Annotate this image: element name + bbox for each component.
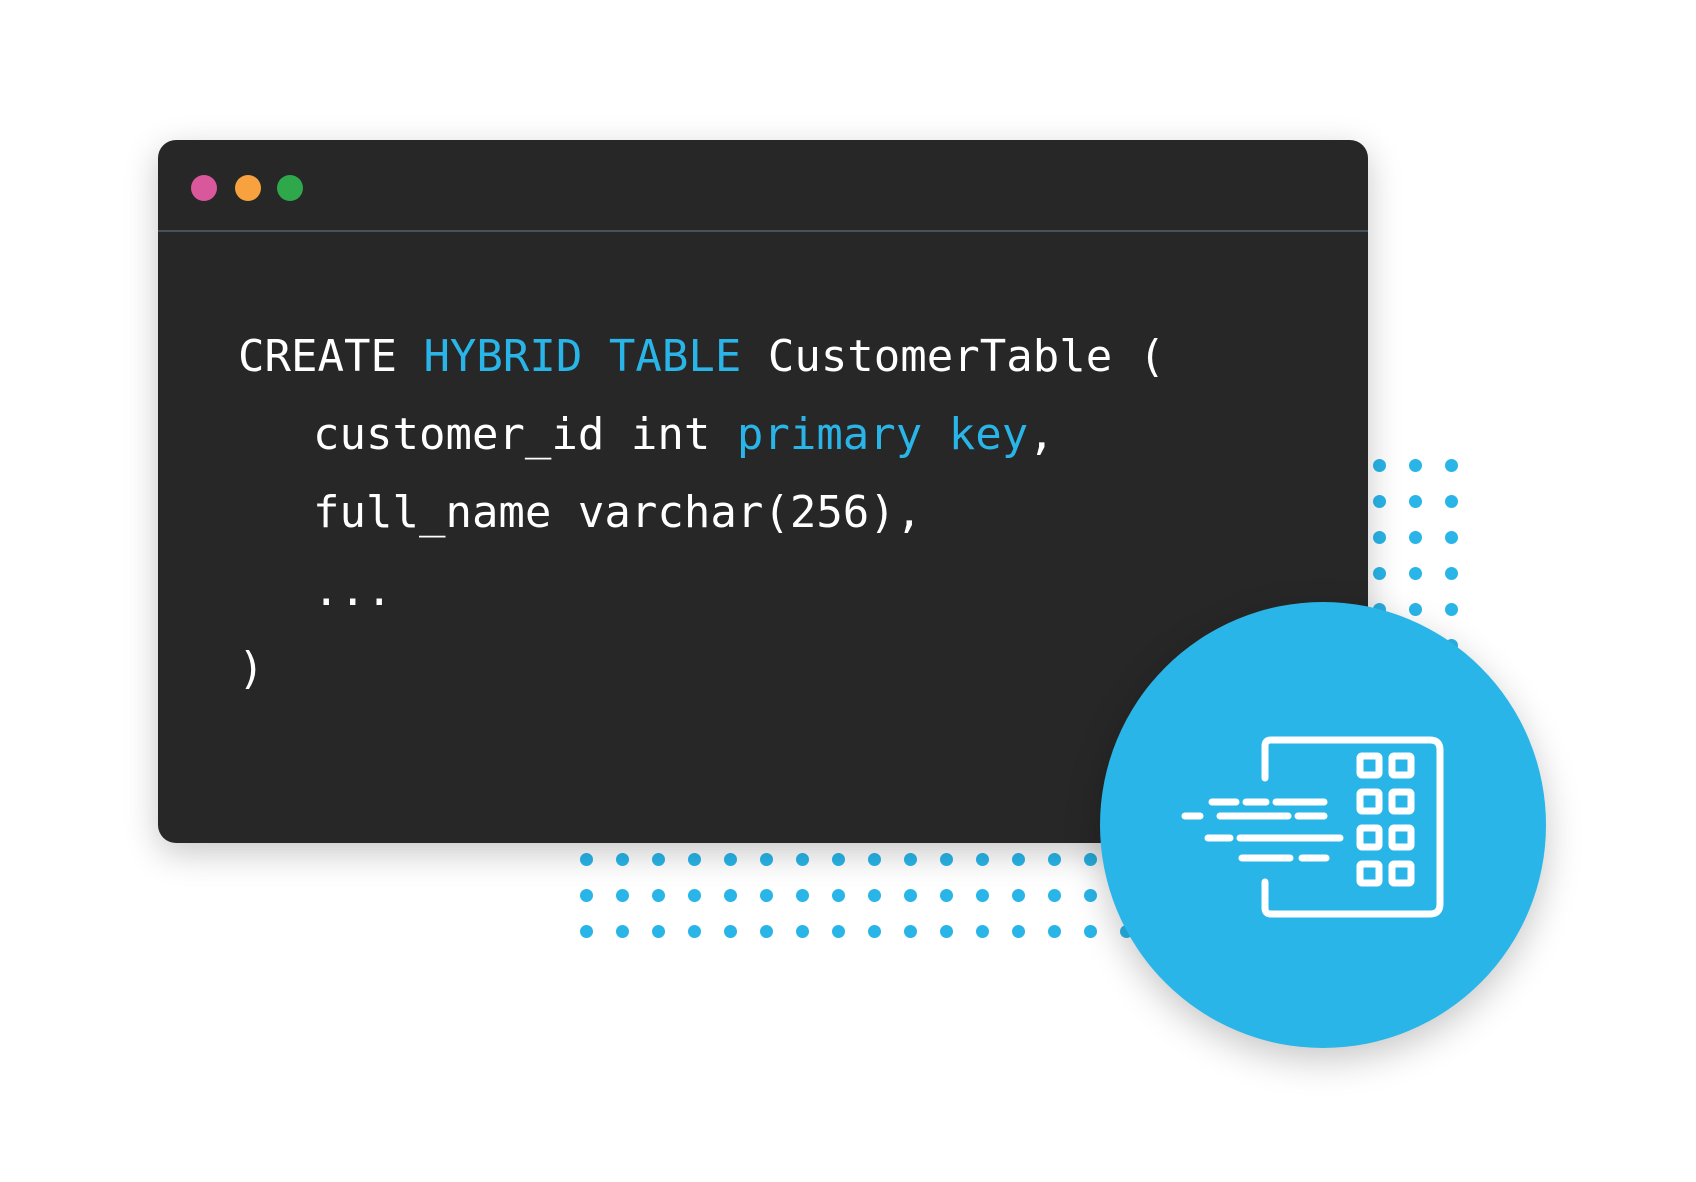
decor-dot bbox=[616, 925, 629, 938]
code-line-3: full_name varchar(256), bbox=[313, 487, 923, 538]
code-token-comma: , bbox=[1028, 409, 1055, 460]
decor-dot bbox=[976, 925, 989, 938]
decor-dot bbox=[1012, 889, 1025, 902]
decor-dot bbox=[904, 925, 917, 938]
decor-dot bbox=[868, 853, 881, 866]
code-line-2: customer_id int primary key, bbox=[238, 396, 1165, 474]
decor-dot bbox=[1445, 459, 1458, 472]
code-keyword-hybrid: HYBRID bbox=[423, 331, 583, 382]
decor-dot bbox=[1084, 853, 1097, 866]
decor-dot bbox=[796, 925, 809, 938]
code-keyword-key: key bbox=[948, 409, 1029, 460]
decor-dot bbox=[1409, 531, 1422, 544]
decor-dot bbox=[1048, 925, 1061, 938]
decor-dot bbox=[868, 889, 881, 902]
decor-dot bbox=[724, 889, 737, 902]
window-titlebar bbox=[158, 140, 1368, 232]
decor-dot bbox=[1373, 567, 1386, 580]
decor-dot bbox=[580, 925, 593, 938]
code-keyword-primary: primary bbox=[736, 409, 923, 460]
decor-dot bbox=[688, 853, 701, 866]
decor-dot bbox=[580, 889, 593, 902]
dot-pattern-bottom bbox=[580, 853, 1133, 938]
code-token-column-def: customer_id int bbox=[313, 409, 737, 460]
decor-dot bbox=[1409, 603, 1422, 616]
code-line-4: ... bbox=[313, 565, 393, 616]
decor-dot bbox=[796, 853, 809, 866]
decor-dot bbox=[760, 889, 773, 902]
decor-dot bbox=[652, 925, 665, 938]
code-line-5: ) bbox=[238, 643, 265, 694]
decor-dot bbox=[1373, 459, 1386, 472]
decor-dot bbox=[1084, 889, 1097, 902]
decor-dot bbox=[1048, 889, 1061, 902]
code-token-space bbox=[922, 409, 949, 460]
decor-dot bbox=[832, 853, 845, 866]
maximize-dot[interactable] bbox=[277, 175, 303, 201]
decor-dot bbox=[1084, 925, 1097, 938]
decor-dot bbox=[796, 889, 809, 902]
decor-dot bbox=[940, 889, 953, 902]
decor-dot bbox=[976, 853, 989, 866]
decor-dot bbox=[940, 853, 953, 866]
decor-dot bbox=[1012, 925, 1025, 938]
decor-dot bbox=[760, 925, 773, 938]
decor-dot bbox=[1409, 495, 1422, 508]
decor-dot bbox=[1445, 567, 1458, 580]
code-token-create: CREATE bbox=[238, 331, 424, 382]
decor-dot bbox=[616, 889, 629, 902]
code-keyword-table: TABLE bbox=[608, 331, 742, 382]
decor-dot bbox=[1012, 853, 1025, 866]
decor-dot bbox=[832, 925, 845, 938]
decor-dot bbox=[760, 853, 773, 866]
decor-dot bbox=[1373, 495, 1386, 508]
decor-dot bbox=[580, 853, 593, 866]
hybrid-table-badge bbox=[1100, 602, 1546, 1048]
decor-dot bbox=[1409, 567, 1422, 580]
decor-dot bbox=[904, 853, 917, 866]
code-token-space bbox=[582, 331, 609, 382]
decor-dot bbox=[1445, 495, 1458, 508]
hybrid-table-icon bbox=[1181, 736, 1444, 918]
decor-dot bbox=[904, 889, 917, 902]
decor-dot bbox=[724, 853, 737, 866]
decor-dot bbox=[652, 853, 665, 866]
code-token-table-name: CustomerTable ( bbox=[741, 331, 1166, 382]
decor-dot bbox=[832, 889, 845, 902]
decor-dot bbox=[1445, 603, 1458, 616]
decor-dot bbox=[688, 925, 701, 938]
decor-dot bbox=[940, 925, 953, 938]
decor-dot bbox=[976, 889, 989, 902]
code-line-1: CREATE HYBRID TABLE CustomerTable ( bbox=[238, 318, 1165, 396]
decor-dot bbox=[1409, 459, 1422, 472]
close-dot[interactable] bbox=[191, 175, 217, 201]
decor-dot bbox=[616, 853, 629, 866]
sql-code-block: CREATE HYBRID TABLE CustomerTable (custo… bbox=[238, 318, 1165, 708]
decor-dot bbox=[652, 889, 665, 902]
decor-dot bbox=[724, 925, 737, 938]
decor-dot bbox=[1048, 853, 1061, 866]
decor-dot bbox=[688, 889, 701, 902]
minimize-dot[interactable] bbox=[235, 175, 261, 201]
decor-dot bbox=[868, 925, 881, 938]
decor-dot bbox=[1373, 531, 1386, 544]
decor-dot bbox=[1445, 531, 1458, 544]
